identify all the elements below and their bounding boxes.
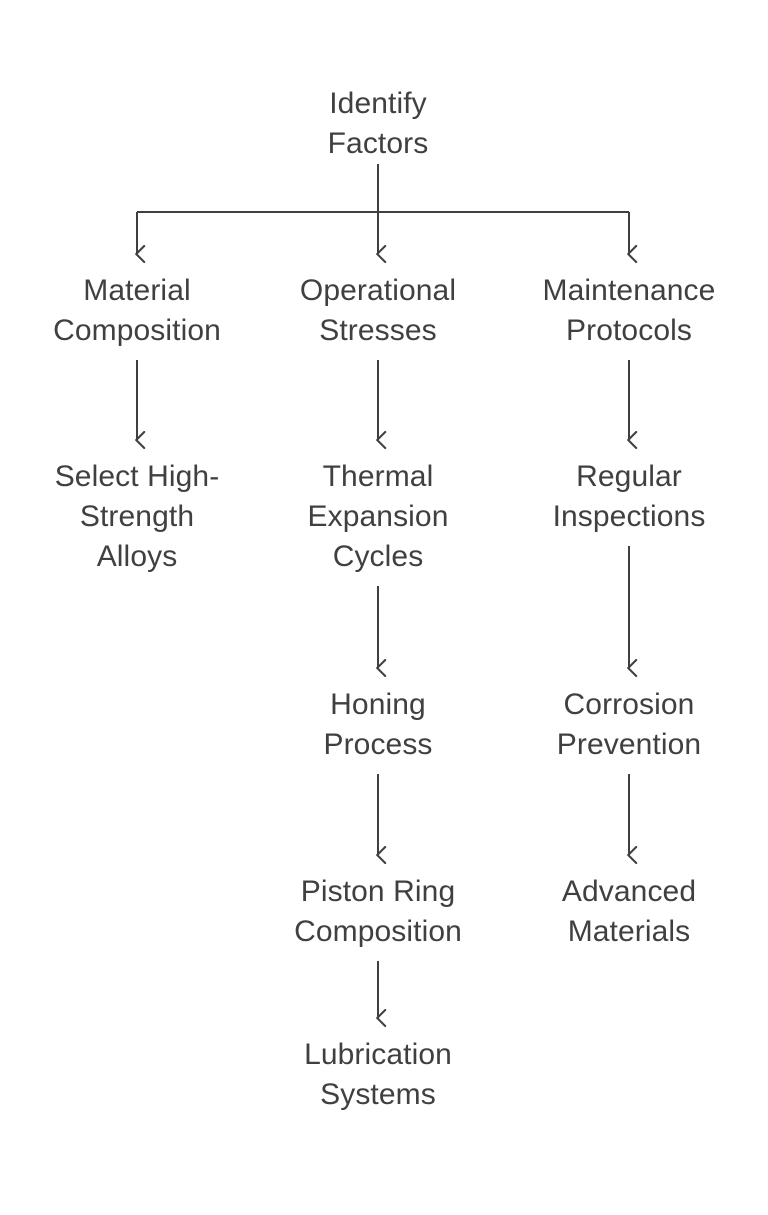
node-regular-inspections[interactable]: Regular Inspections (552, 460, 706, 533)
node-operational-stresses[interactable]: Operational Stresses (299, 274, 457, 347)
node-honing-process[interactable]: Honing Process (323, 688, 433, 761)
node-maintenance-protocols[interactable]: Maintenance Protocols (542, 274, 716, 347)
node-corrosion-prevention[interactable]: Corrosion Prevention (556, 688, 702, 761)
node-identify-factors[interactable]: Identify Factors (327, 87, 429, 160)
node-advanced-materials[interactable]: Advanced Materials (561, 875, 697, 948)
node-piston-ring-composition[interactable]: Piston Ring Composition (294, 875, 462, 948)
node-material-composition[interactable]: Material Composition (53, 274, 221, 347)
node-thermal-expansion-cycles[interactable]: Thermal Expansion Cycles (307, 460, 449, 573)
node-select-high-strength-alloys[interactable]: Select High- Strength Alloys (54, 460, 220, 573)
node-lubrication-systems[interactable]: Lubrication Systems (304, 1038, 452, 1111)
